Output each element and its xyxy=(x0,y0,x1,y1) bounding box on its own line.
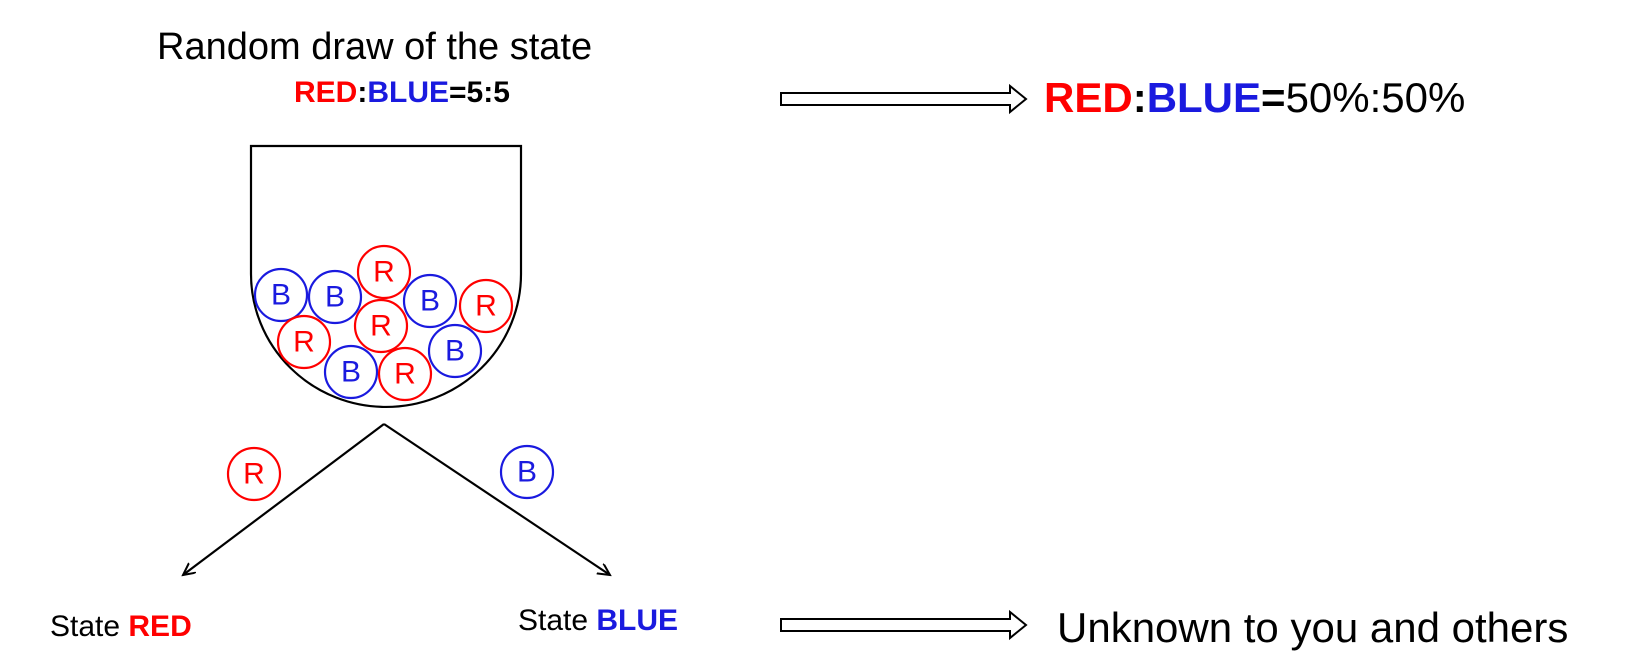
arrow-to-state-red xyxy=(183,423,385,575)
svg-text:R: R xyxy=(475,290,497,323)
urn-ball: R xyxy=(353,298,409,354)
diagram-title: Random draw of the state xyxy=(157,26,593,68)
posterior-ratio-value: 50%:50% xyxy=(1285,74,1466,121)
urn-ball: B xyxy=(402,273,458,329)
state-blue-prefix: State xyxy=(518,604,597,637)
svg-text:B: B xyxy=(517,456,537,489)
urn-ball: R xyxy=(458,278,514,334)
prior-ratio-blue: BLUE xyxy=(367,76,450,109)
svg-text:B: B xyxy=(341,356,361,389)
svg-text:R: R xyxy=(243,458,265,491)
posterior-ratio-blue: BLUE xyxy=(1146,74,1262,121)
posterior-ratio-equals: = xyxy=(1261,74,1286,121)
prior-ratio-red: RED xyxy=(294,76,358,109)
implication-arrow-bottom xyxy=(780,609,1028,641)
state-red-name: RED xyxy=(128,610,192,643)
urn-ball: R xyxy=(276,314,332,370)
unknown-statement: Unknown to you and others xyxy=(1057,604,1569,651)
urn-balls: B B R B R R R B B R xyxy=(253,244,514,402)
drawn-ball-red: R xyxy=(226,446,282,502)
svg-text:B: B xyxy=(325,281,345,314)
svg-text:R: R xyxy=(370,310,392,343)
urn xyxy=(249,144,523,409)
svg-text:R: R xyxy=(394,358,416,391)
posterior-ratio-separator: : xyxy=(1132,74,1147,121)
urn-ball: B xyxy=(253,267,309,323)
urn-ball: B xyxy=(427,323,483,379)
prior-ratio-value: =5:5 xyxy=(449,76,510,109)
state-blue-name: BLUE xyxy=(596,604,679,637)
implication-arrow-top xyxy=(780,83,1028,115)
urn-ball: R xyxy=(377,346,433,402)
svg-text:B: B xyxy=(445,335,465,368)
urn-ball: B xyxy=(323,344,379,400)
state-red-label: State RED xyxy=(50,610,192,644)
urn-ball: R xyxy=(356,244,412,300)
state-blue-label: State BLUE xyxy=(518,604,678,638)
arrow-to-state-blue xyxy=(383,423,610,575)
svg-text:R: R xyxy=(373,256,395,289)
posterior-ratio-red: RED xyxy=(1044,74,1133,121)
prior-ratio: RED:BLUE=5:5 xyxy=(294,76,510,110)
svg-text:B: B xyxy=(420,285,440,318)
state-red-prefix: State xyxy=(50,610,129,643)
prior-ratio-separator: : xyxy=(357,76,368,109)
urn-ball: B xyxy=(307,269,363,325)
svg-text:B: B xyxy=(271,279,291,312)
svg-text:R: R xyxy=(293,326,315,359)
drawn-ball-blue: B xyxy=(499,444,555,500)
posterior-ratio: RED:BLUE=50%:50% xyxy=(1044,74,1465,122)
